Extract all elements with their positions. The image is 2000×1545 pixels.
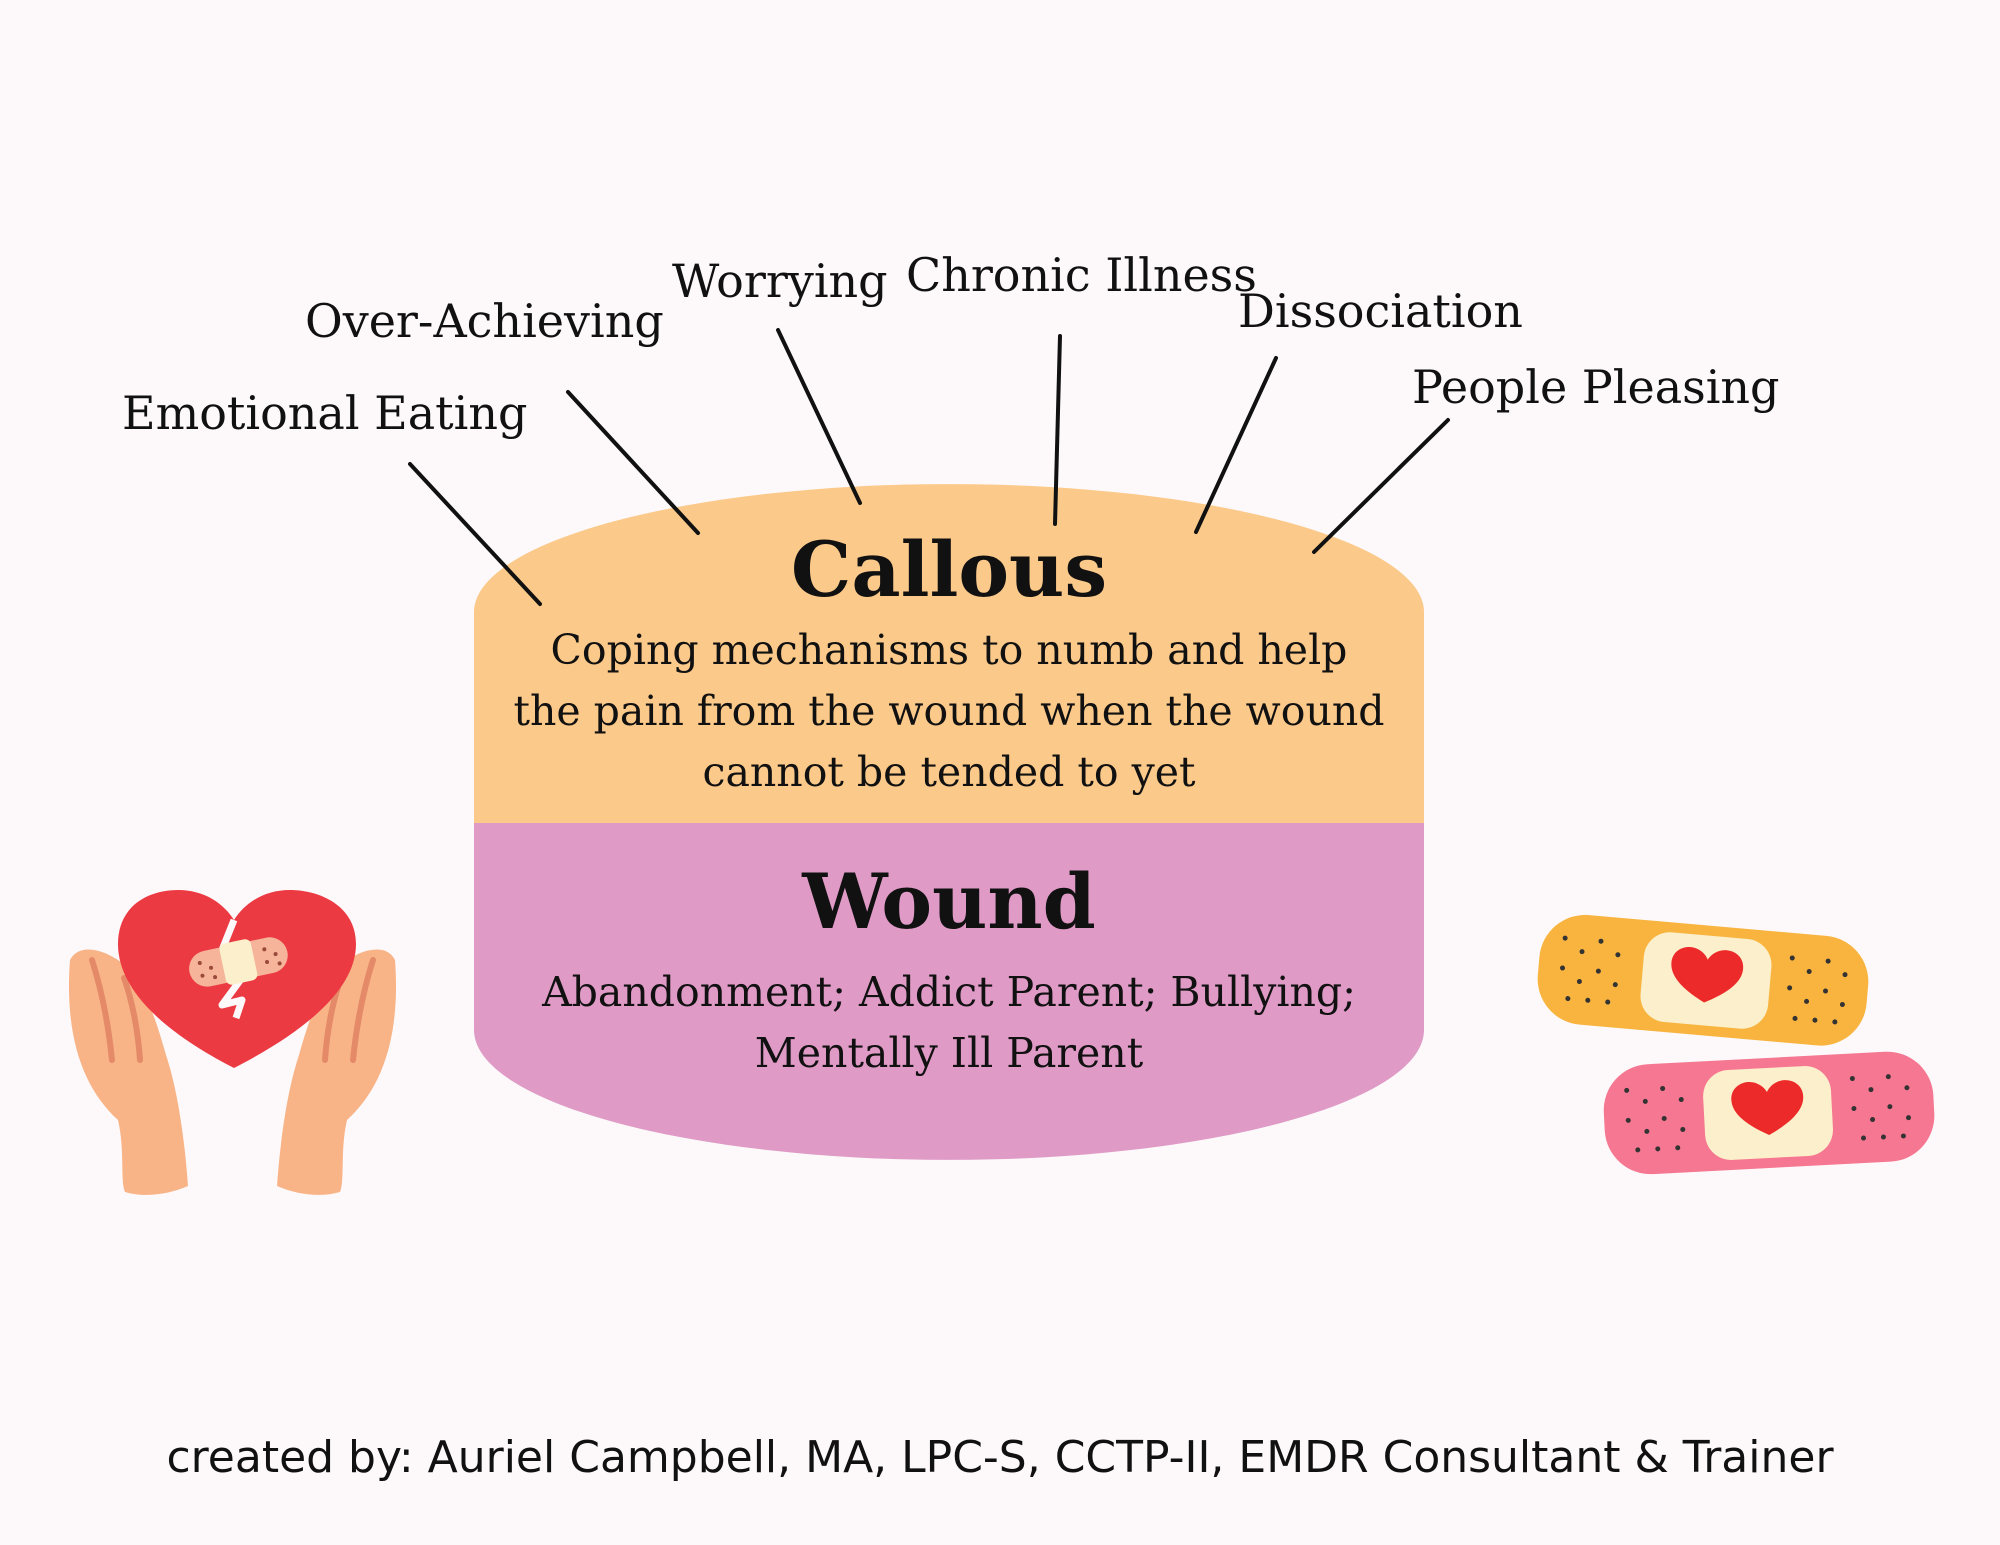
label-dissociation: Dissociation xyxy=(1238,284,1523,338)
bandage-icon xyxy=(1537,914,1935,1175)
hands-holding-heart-icon xyxy=(68,890,397,1195)
callous-title: Callous xyxy=(790,525,1108,614)
connector-line xyxy=(566,390,700,535)
label-emotional-eating: Emotional Eating xyxy=(122,386,528,440)
callous-description-line-2: the pain from the wound when the wound xyxy=(513,687,1385,735)
label-chronic-illness: Chronic Illness xyxy=(906,248,1257,302)
callous-description-line-1: Coping mechanisms to numb and help xyxy=(550,626,1348,674)
label-people-pleasing: People Pleasing xyxy=(1412,360,1780,414)
wound-description-line-1: Abandonment; Addict Parent; Bullying; xyxy=(542,968,1356,1016)
callous-description-line-3: cannot be tended to yet xyxy=(702,748,1196,796)
callous-layer xyxy=(474,484,1424,823)
connector-line xyxy=(1312,418,1450,554)
connector-line xyxy=(776,328,862,505)
connector-line xyxy=(1194,356,1278,534)
wound-layer xyxy=(474,823,1424,1160)
wound-title: Wound xyxy=(802,857,1096,946)
wound-description-line-2: Mentally Ill Parent xyxy=(754,1029,1144,1077)
credit-text: created by: Auriel Campbell, MA, LPC-S, … xyxy=(166,1432,1834,1483)
connector-line xyxy=(408,462,542,606)
connector-line xyxy=(1053,334,1062,526)
label-over-achieving: Over-Achieving xyxy=(305,294,664,348)
label-worrying: Worrying xyxy=(672,254,888,308)
